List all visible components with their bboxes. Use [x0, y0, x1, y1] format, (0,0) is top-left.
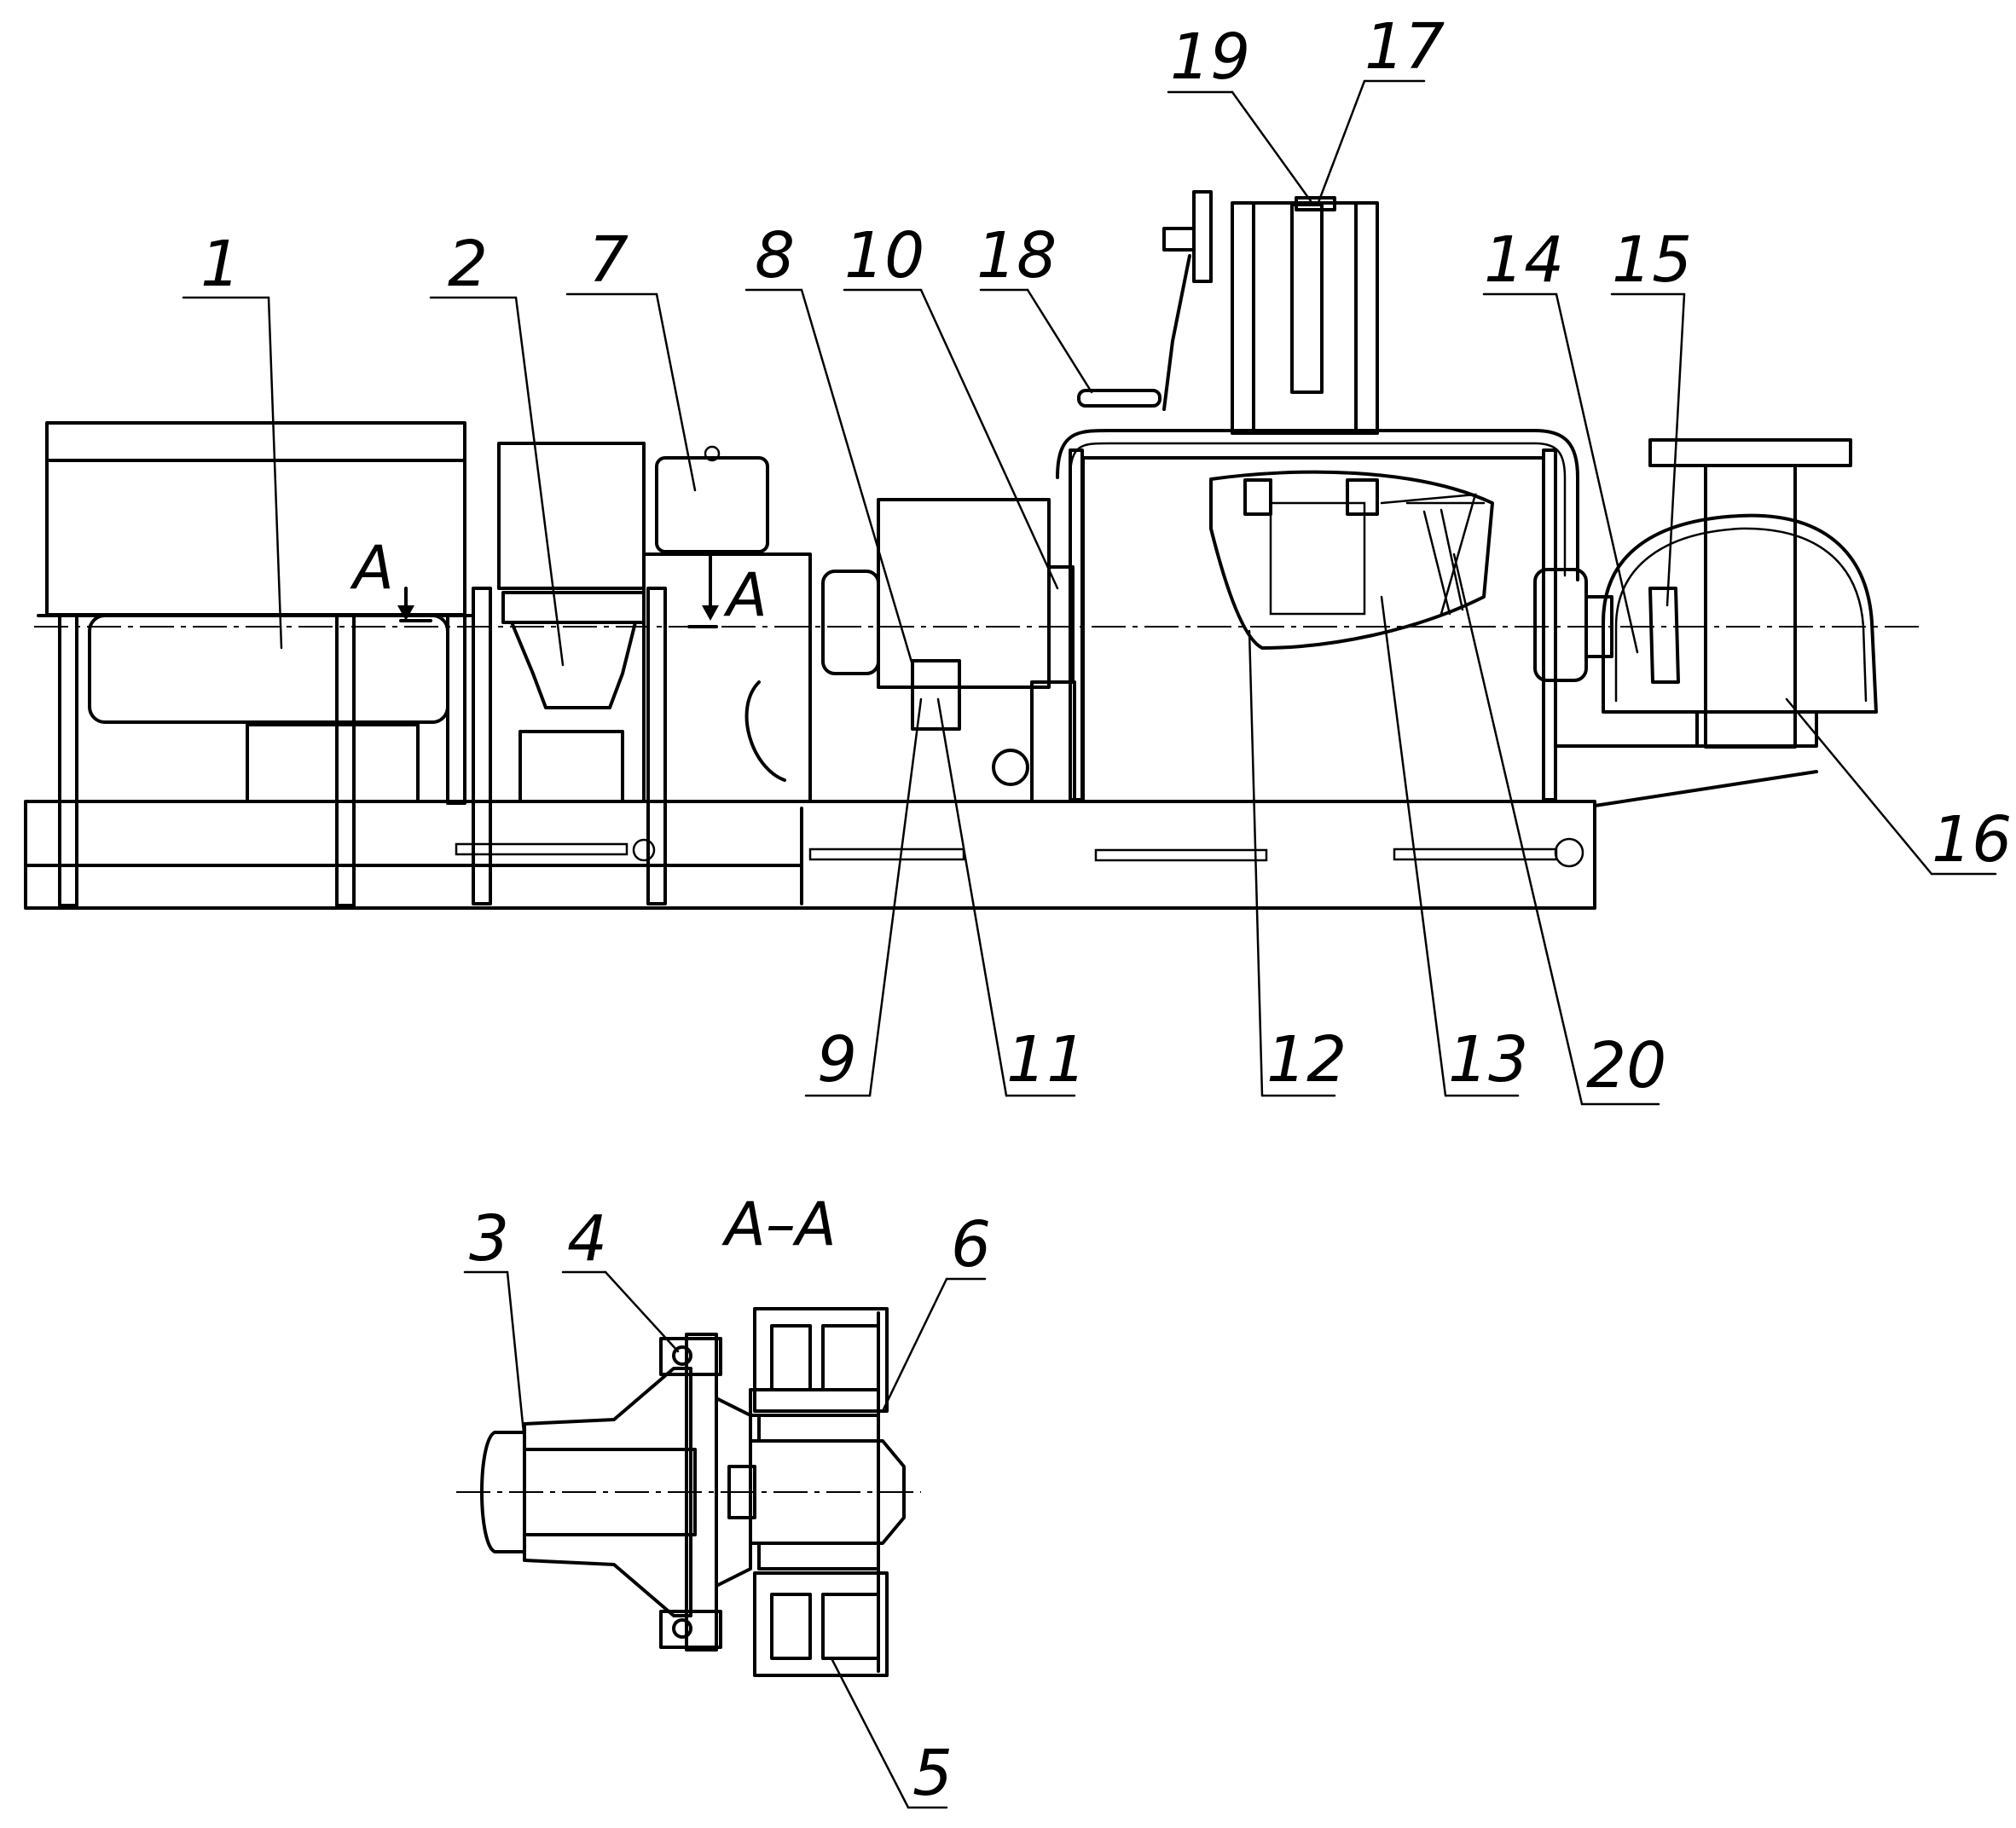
callout-20: 20 [1586, 1029, 1666, 1102]
reducer-2 [472, 442, 667, 905]
callout-10: 10 [844, 219, 924, 292]
discharge-hood-16 [1555, 438, 1878, 749]
callout-3: 3 [469, 1202, 509, 1276]
callout-13: 13 [1448, 1023, 1528, 1096]
callout-7: 7 [588, 223, 629, 297]
main-view: A A [24, 10, 2012, 1106]
section-title: A–A [721, 1189, 837, 1259]
base-frame [24, 770, 1818, 910]
bearing-block-8-11 [821, 498, 1076, 803]
section-marker-right: A [687, 552, 768, 630]
section-marker-left: A [350, 533, 432, 622]
callout-6: 6 [951, 1208, 991, 1281]
callout-9: 9 [817, 1023, 857, 1096]
callout-16: 16 [1932, 803, 2012, 876]
section-mark-right: A [723, 560, 768, 630]
callout-17: 17 [1364, 10, 1445, 84]
lifting-stand-17-19 [1077, 190, 1379, 435]
callout-12: 12 [1266, 1023, 1347, 1096]
callout-18: 18 [976, 219, 1057, 292]
drum-12 [1056, 429, 1579, 803]
housing-7 [642, 445, 812, 803]
section-view-a-a: A–A 3 4 6 5 [456, 1189, 991, 1810]
callout-8: 8 [755, 219, 795, 292]
callout-2: 2 [448, 228, 488, 301]
callout-1: 1 [200, 228, 240, 301]
callout-11: 11 [1006, 1023, 1086, 1096]
callout-15: 15 [1612, 223, 1692, 297]
leader-lines [182, 79, 1997, 1106]
callout-5: 5 [912, 1737, 953, 1810]
section-mark-left: A [350, 533, 394, 603]
callout-4: 4 [567, 1202, 607, 1276]
motor-1 [37, 421, 475, 907]
callout-14: 14 [1484, 223, 1564, 297]
callout-19: 19 [1170, 20, 1250, 94]
rear-support-14-15 [1533, 568, 1613, 682]
